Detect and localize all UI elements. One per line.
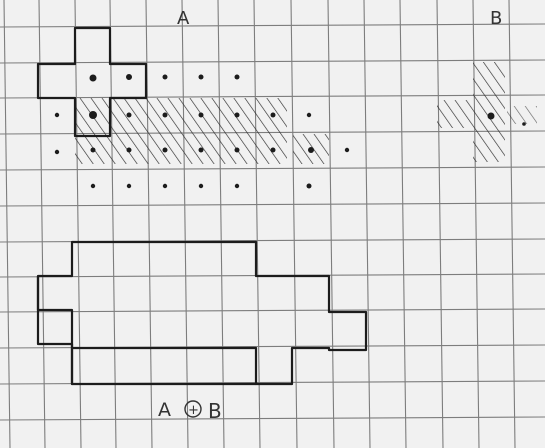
grid-line-horizontal	[0, 166, 545, 171]
shape-a-point	[306, 112, 312, 118]
shape-a-point	[162, 183, 168, 189]
shape-a-point	[308, 147, 314, 153]
grid-line-vertical	[253, 0, 261, 448]
shape-a-point	[162, 147, 168, 153]
grid-line-horizontal	[0, 23, 545, 28]
shape-a-point	[89, 74, 97, 82]
grid-line-horizontal	[0, 202, 545, 207]
grid-line-horizontal	[0, 59, 545, 64]
grid-line-vertical	[508, 0, 516, 448]
shape-a-point	[126, 74, 132, 80]
formula-b: B	[208, 399, 222, 423]
shape-a-point	[306, 183, 312, 189]
shape-a-point	[126, 112, 132, 118]
shape-a-point	[54, 149, 60, 155]
dilation-result-lower-left	[36, 276, 256, 386]
shape-a-point	[270, 112, 276, 118]
shape-a-point	[162, 112, 168, 118]
shape-a-point	[54, 112, 60, 118]
shape-a-point	[198, 74, 204, 80]
grid-line-vertical	[399, 0, 407, 448]
label-a: A	[177, 8, 190, 29]
formula-a: A	[158, 399, 171, 421]
formula-a-dilate-b: A + B	[158, 399, 222, 423]
grid-line-vertical	[217, 0, 225, 448]
structuring-element-outline	[36, 26, 148, 138]
shape-b-points	[487, 112, 526, 126]
shape-b-center-point	[487, 112, 495, 120]
grid-line-vertical	[363, 0, 371, 448]
shape-a-point	[234, 147, 240, 153]
shape-a-point	[126, 147, 132, 153]
shape-b-small-mark	[522, 122, 526, 126]
shape-a-point	[270, 147, 276, 153]
shape-a-point	[234, 74, 240, 80]
grid-line-vertical	[74, 0, 82, 448]
grid-line-horizontal	[0, 416, 545, 421]
grid-line-vertical	[327, 0, 335, 448]
shape-a-point	[234, 112, 240, 118]
grid-line-vertical	[3, 0, 11, 448]
grid-line-vertical	[181, 0, 189, 448]
shape-a-point	[89, 111, 97, 119]
shape-b-hatched-region	[437, 62, 537, 162]
shape-a-point	[234, 183, 240, 189]
shape-a-point	[90, 147, 96, 153]
shape-a-point	[162, 74, 168, 80]
dilation-operator-circle	[184, 400, 202, 418]
grid-line-vertical	[109, 0, 117, 448]
grid-line-vertical	[38, 0, 46, 448]
grid-line-horizontal	[0, 308, 545, 313]
grid-line-vertical	[436, 0, 444, 448]
shape-a-point	[90, 183, 96, 189]
formula-operator: +	[188, 403, 199, 418]
shape-a-points	[54, 74, 350, 189]
shape-a-point	[126, 183, 132, 189]
shape-a-point	[198, 183, 204, 189]
grid-line-vertical	[290, 0, 298, 448]
grid-line-horizontal	[0, 94, 545, 99]
shape-a-point	[344, 147, 350, 153]
shape-a-point	[198, 112, 204, 118]
shape-a-point	[198, 147, 204, 153]
label-b: B	[490, 8, 502, 29]
